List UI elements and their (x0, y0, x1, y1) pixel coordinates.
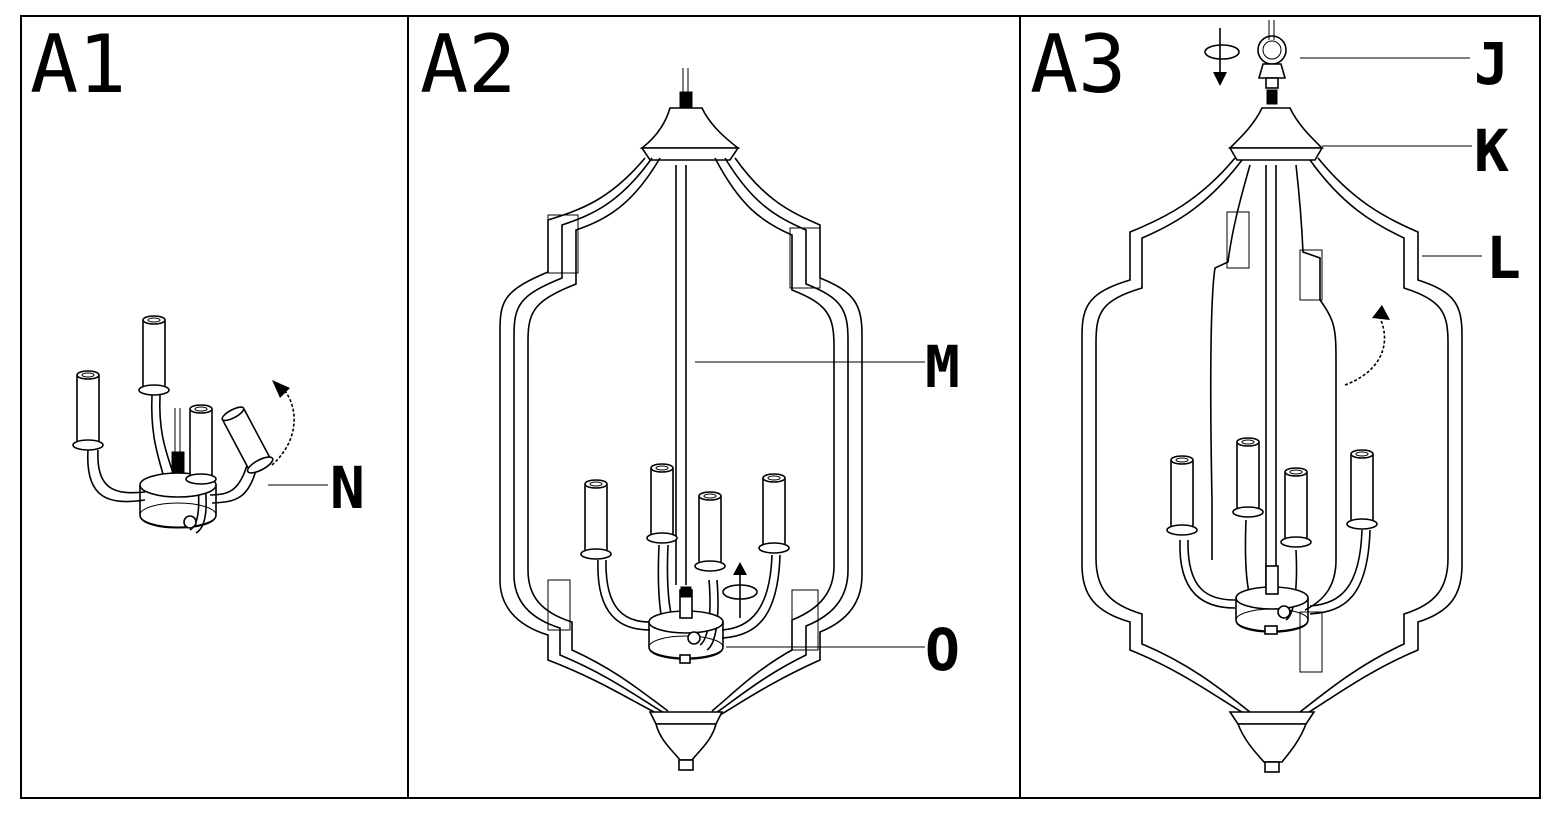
candle-cluster-a1 (72, 315, 274, 534)
part-label-m: M (925, 333, 960, 401)
part-label-k: K (1474, 117, 1509, 185)
down-arrow-icon (1213, 72, 1227, 86)
cage-frame-a3 (1081, 157, 1463, 715)
panel-a1: A1 (30, 18, 365, 534)
part-label-o: O (925, 616, 960, 684)
candle-cluster-a2 (580, 463, 790, 664)
candle-cluster-a3 (1166, 437, 1378, 635)
step-label-a2: A2 (420, 18, 516, 111)
panel-a2: A2 M (420, 18, 960, 771)
rotate-clockwise-arrow-icon (271, 384, 295, 466)
panel-divider-1 (407, 15, 409, 799)
cage-frame-a2 (499, 157, 863, 716)
step-label-a1: A1 (30, 18, 126, 111)
part-label-j: J (1474, 30, 1509, 98)
step-label-a3: A3 (1030, 18, 1126, 111)
up-arrow-icon (733, 562, 747, 575)
rotate-screw-arrow-icon-a3 (1204, 28, 1240, 86)
part-label-l: L (1486, 224, 1521, 292)
rotate-screw-arrow-icon (722, 562, 758, 618)
panel-divider-2 (1019, 15, 1021, 799)
diagram-frame (20, 15, 1541, 799)
rotate-clockwise-arrow-icon-a3 (1344, 317, 1386, 386)
panel-a3: A3 J K (1030, 18, 1521, 773)
part-label-n: N (330, 454, 365, 522)
